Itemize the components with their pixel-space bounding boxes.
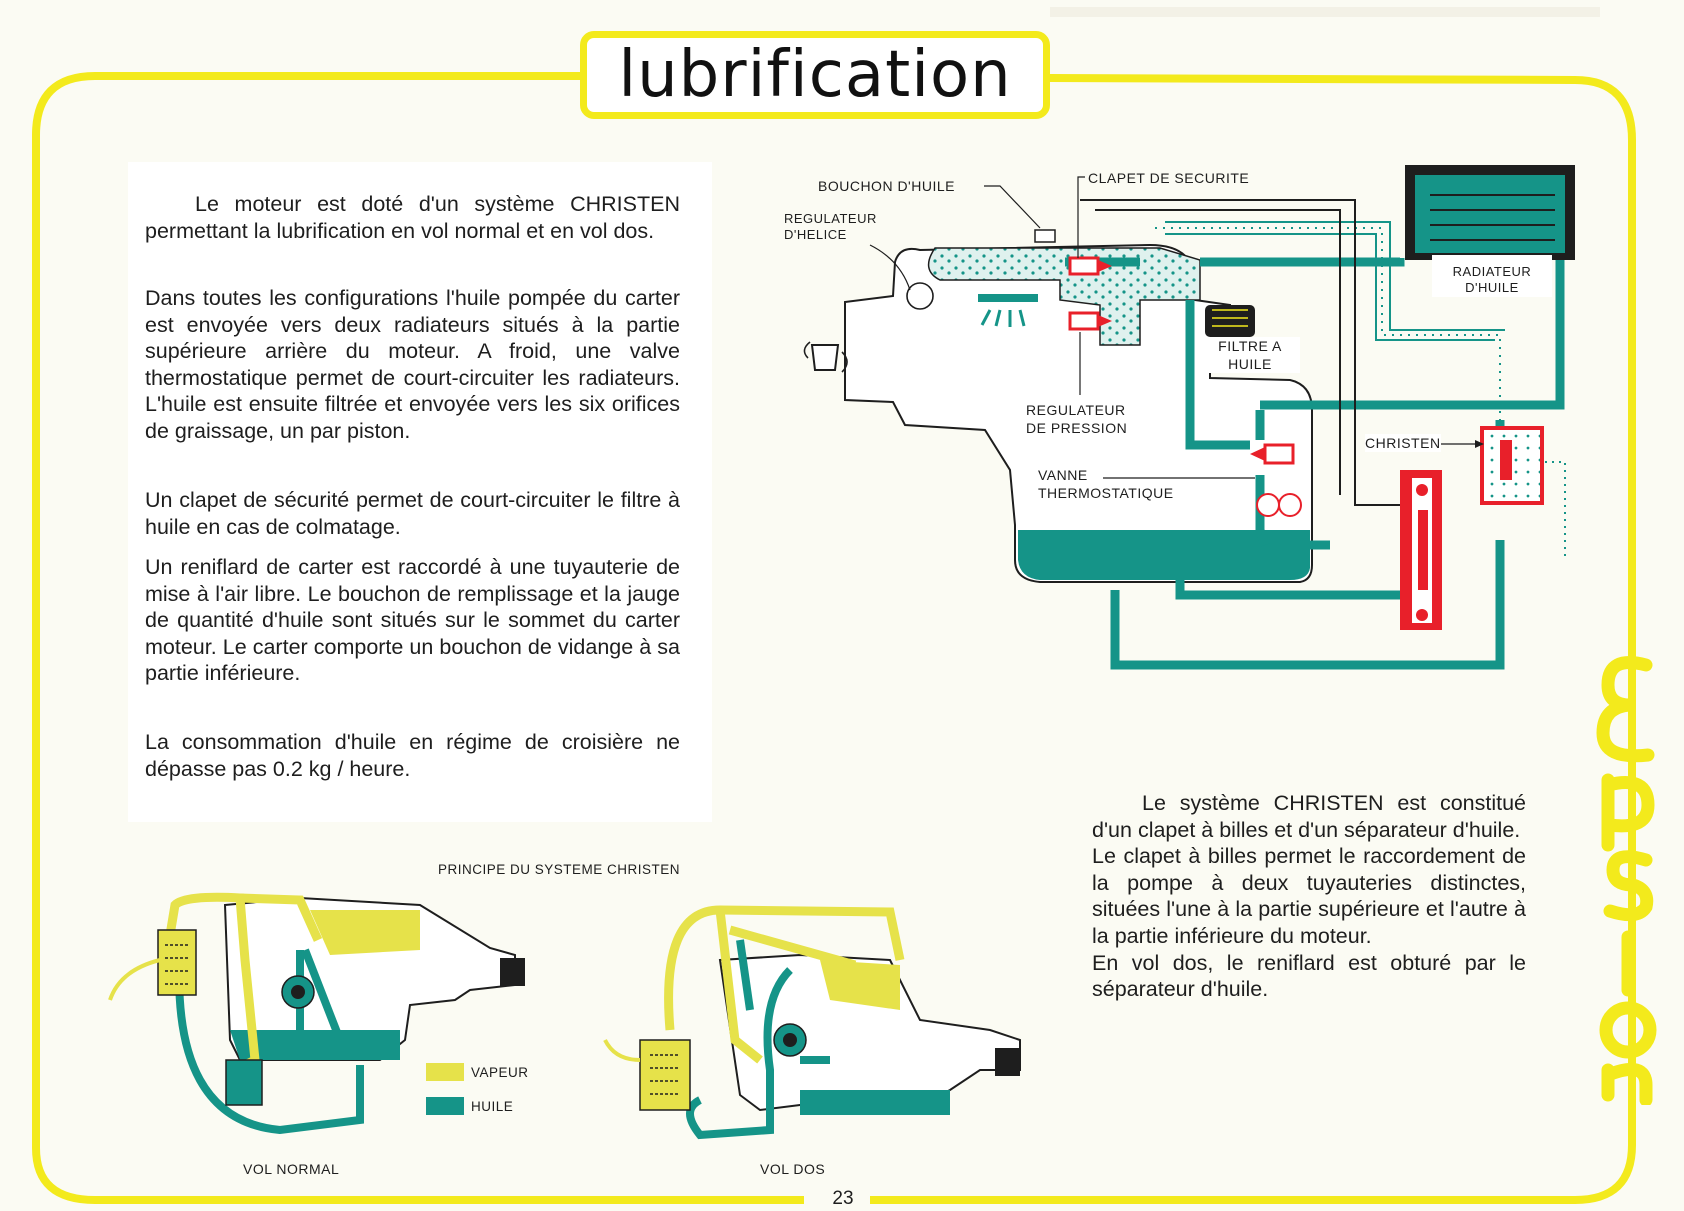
pressure-regulator-valve bbox=[1068, 311, 1100, 331]
label-oil-radiator: RADIATEUR D'HUILE bbox=[1452, 264, 1532, 295]
left-paragraph-5: La consommation d'huile en régime de cro… bbox=[145, 730, 680, 781]
right-paragraph-3: En vol dos, le reniflard est obturé par … bbox=[1092, 950, 1526, 1002]
christen-separator-dos bbox=[639, 1039, 691, 1111]
oil-sump bbox=[1018, 530, 1310, 580]
right-text-block: Le système CHRISTEN est constitué d'un c… bbox=[1092, 790, 1526, 1003]
oil-cap-icon bbox=[1034, 229, 1056, 243]
principle-title: PRINCIPE DU SYSTEME CHRISTEN bbox=[438, 862, 681, 877]
left-paragraph-1: Le moteur est doté d'un système CHRISTEN… bbox=[145, 192, 680, 243]
label-oil-filter: FILTRE A HUILE bbox=[1200, 337, 1300, 373]
thermostatic-valve bbox=[1263, 443, 1295, 465]
legend-swatch-huile bbox=[426, 1097, 464, 1115]
label-vol-dos: VOL DOS bbox=[760, 1161, 826, 1177]
page-number: 23 bbox=[818, 1188, 868, 1210]
label-safety-valve: CLAPET DE SECURITE bbox=[1088, 170, 1250, 186]
label-oil-cap: BOUCHON D'HUILE bbox=[818, 178, 955, 194]
safety-valve bbox=[1068, 256, 1100, 276]
left-paragraph-4: Un reniflard de carter est raccordé à un… bbox=[145, 555, 680, 686]
legend-label-vapeur: VAPEUR bbox=[471, 1065, 529, 1080]
lubrication-diagram bbox=[803, 165, 1575, 670]
legend-swatch-vapeur bbox=[426, 1063, 464, 1081]
legend-label-huile: HUILE bbox=[471, 1099, 514, 1114]
label-propeller-regulator: REGULATEUR D'HELICE bbox=[784, 211, 877, 242]
right-paragraph-1: Le système CHRISTEN est constitué d'un c… bbox=[1092, 791, 1526, 842]
epsilon-logo bbox=[1596, 656, 1657, 1105]
propeller-hub-dos bbox=[995, 1048, 1020, 1076]
oil-gallery-dotted bbox=[927, 247, 1201, 346]
label-thermostatic-valve: VANNE THERMOSTATIQUE bbox=[1038, 467, 1174, 501]
propeller-hub-normal bbox=[500, 958, 525, 986]
label-vol-normal: VOL NORMAL bbox=[243, 1161, 340, 1177]
left-paragraph-2: Dans toutes les configurations l'huile p… bbox=[145, 286, 680, 443]
diagram-vol-normal bbox=[108, 892, 525, 1135]
page-title: lubrification bbox=[580, 31, 1050, 119]
text-panel bbox=[128, 162, 712, 822]
left-paragraph-3: Un clapet de sécurité permet de court-ci… bbox=[145, 488, 680, 539]
propeller-hub-icon bbox=[810, 344, 840, 371]
label-pressure-regulator: REGULATEUR DE PRESSION bbox=[1026, 402, 1128, 436]
right-paragraph-2: Le clapet à billes permet le raccordemen… bbox=[1092, 844, 1526, 948]
christen-separator-normal bbox=[157, 929, 197, 996]
label-christen: CHRISTEN bbox=[1365, 434, 1441, 452]
diagram-vol-dos bbox=[603, 905, 1021, 1140]
helice-regulator-icon bbox=[906, 282, 934, 310]
oil-filter bbox=[1205, 305, 1255, 337]
